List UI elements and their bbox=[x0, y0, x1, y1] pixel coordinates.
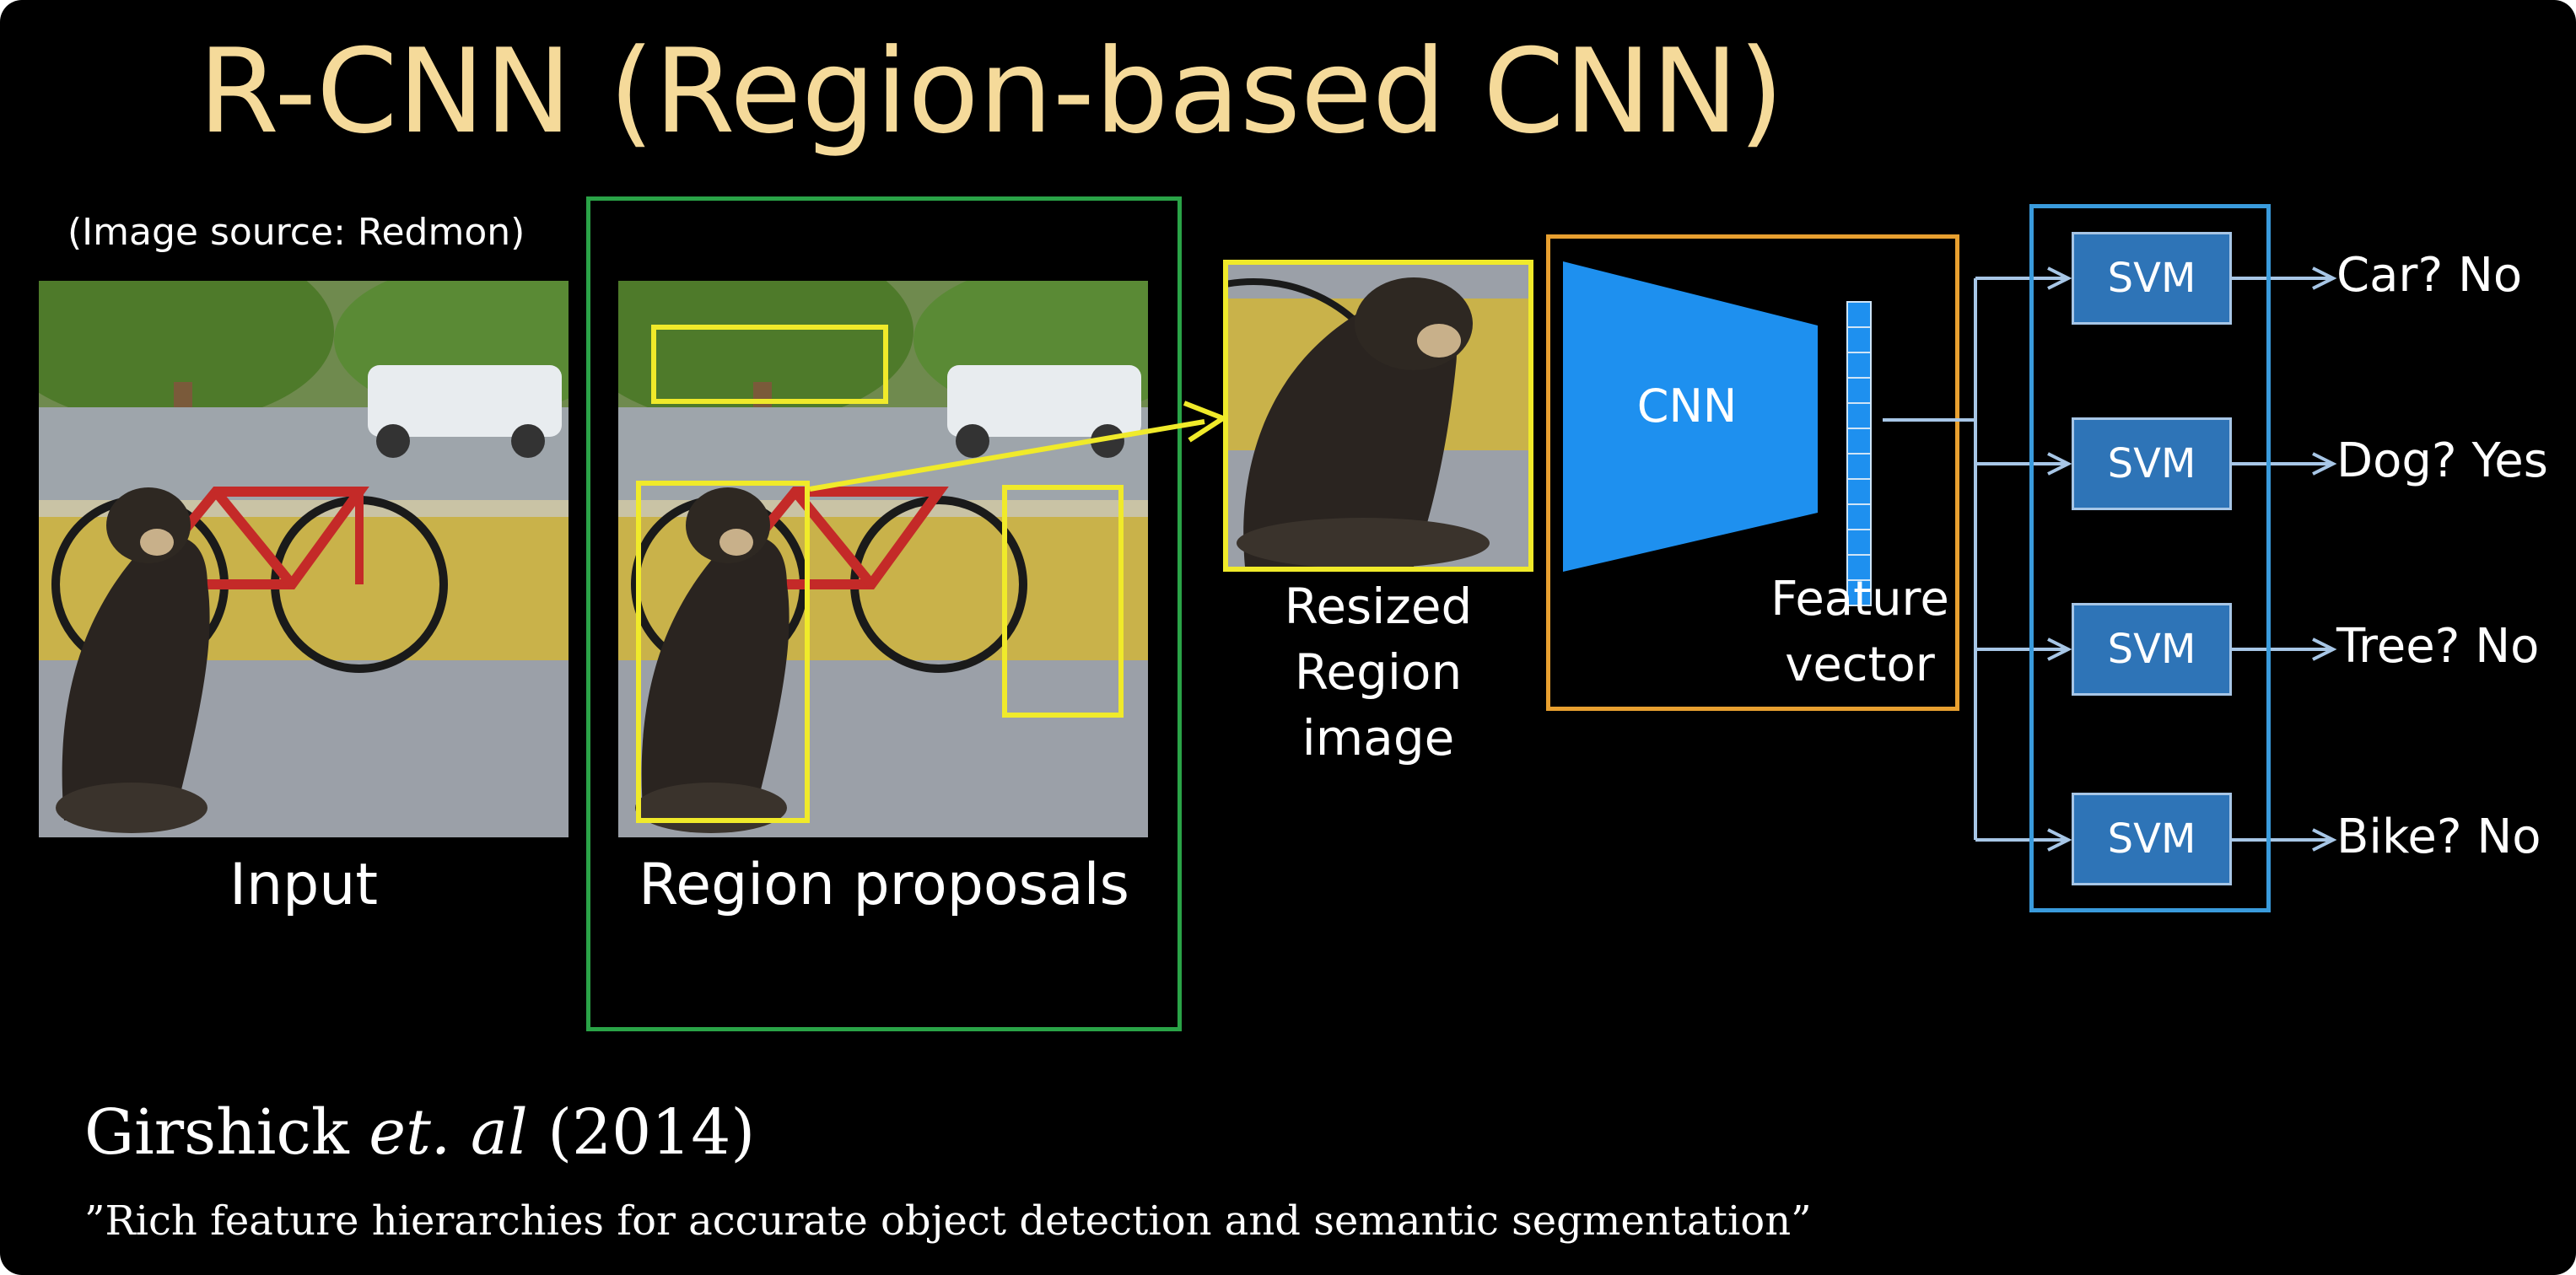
output-car-question: Car? bbox=[2336, 248, 2444, 303]
output-bike-answer: No bbox=[2476, 810, 2541, 864]
svm-box-bike: SVM bbox=[2072, 793, 2232, 885]
slide-title: R-CNN (Region-based CNN) bbox=[198, 24, 1784, 159]
output-car-answer: No bbox=[2457, 248, 2523, 303]
output-dog-answer: Yes bbox=[2471, 433, 2548, 488]
region-proposals-photo bbox=[618, 281, 1148, 837]
resized-label-line3: image bbox=[1301, 709, 1455, 767]
svm-box-car: SVM bbox=[2072, 232, 2232, 325]
resized-label-line1: Resized bbox=[1284, 578, 1473, 635]
svm-box-tree: SVM bbox=[2072, 603, 2232, 696]
output-tree: Tree? No bbox=[2336, 619, 2539, 674]
output-dog: Dog? Yes bbox=[2336, 433, 2548, 488]
citation-author: Girshick bbox=[84, 1096, 349, 1169]
svm-group bbox=[2029, 204, 2271, 912]
svm-box-dog: SVM bbox=[2072, 417, 2232, 510]
output-car: Car? No bbox=[2336, 248, 2522, 303]
region-proposals-graphic bbox=[618, 281, 1148, 837]
proposal-box-bike bbox=[1002, 485, 1124, 718]
resized-label-line2: Region bbox=[1294, 643, 1463, 701]
cnn-group bbox=[1546, 234, 1959, 711]
resized-region-image bbox=[1223, 260, 1533, 572]
proposal-box-tree bbox=[651, 325, 888, 404]
proposal-box-dog bbox=[636, 481, 810, 823]
resized-dog-graphic bbox=[1228, 265, 1528, 567]
paper-title: ”Rich feature hierarchies for accurate o… bbox=[84, 1197, 1812, 1245]
input-photo-graphic bbox=[39, 281, 569, 837]
cnn-trapezoid bbox=[1563, 261, 1818, 572]
feature-vector bbox=[1846, 301, 1872, 606]
image-source-note: (Image source: Redmon) bbox=[67, 211, 525, 254]
output-dog-question: Dog? bbox=[2336, 433, 2457, 488]
output-tree-question: Tree? bbox=[2336, 619, 2460, 674]
citation-etal: et. al bbox=[369, 1096, 528, 1169]
feature-label-line1: Feature bbox=[1770, 572, 1949, 627]
output-tree-answer: No bbox=[2475, 619, 2540, 674]
input-label: Input bbox=[229, 852, 379, 918]
cnn-graphic bbox=[1563, 261, 1872, 606]
region-proposals-label: Region proposals bbox=[639, 852, 1129, 918]
citation-year: (2014) bbox=[547, 1096, 756, 1169]
output-bike: Bike? No bbox=[2336, 810, 2541, 864]
cnn-label: CNN bbox=[1636, 379, 1738, 433]
region-proposals-group bbox=[586, 196, 1182, 1031]
output-bike-question: Bike? bbox=[2336, 810, 2462, 864]
input-photo bbox=[39, 281, 569, 837]
feature-label-line2: vector bbox=[1785, 638, 1935, 692]
citation: Girshick et. al (2014) bbox=[84, 1096, 755, 1169]
